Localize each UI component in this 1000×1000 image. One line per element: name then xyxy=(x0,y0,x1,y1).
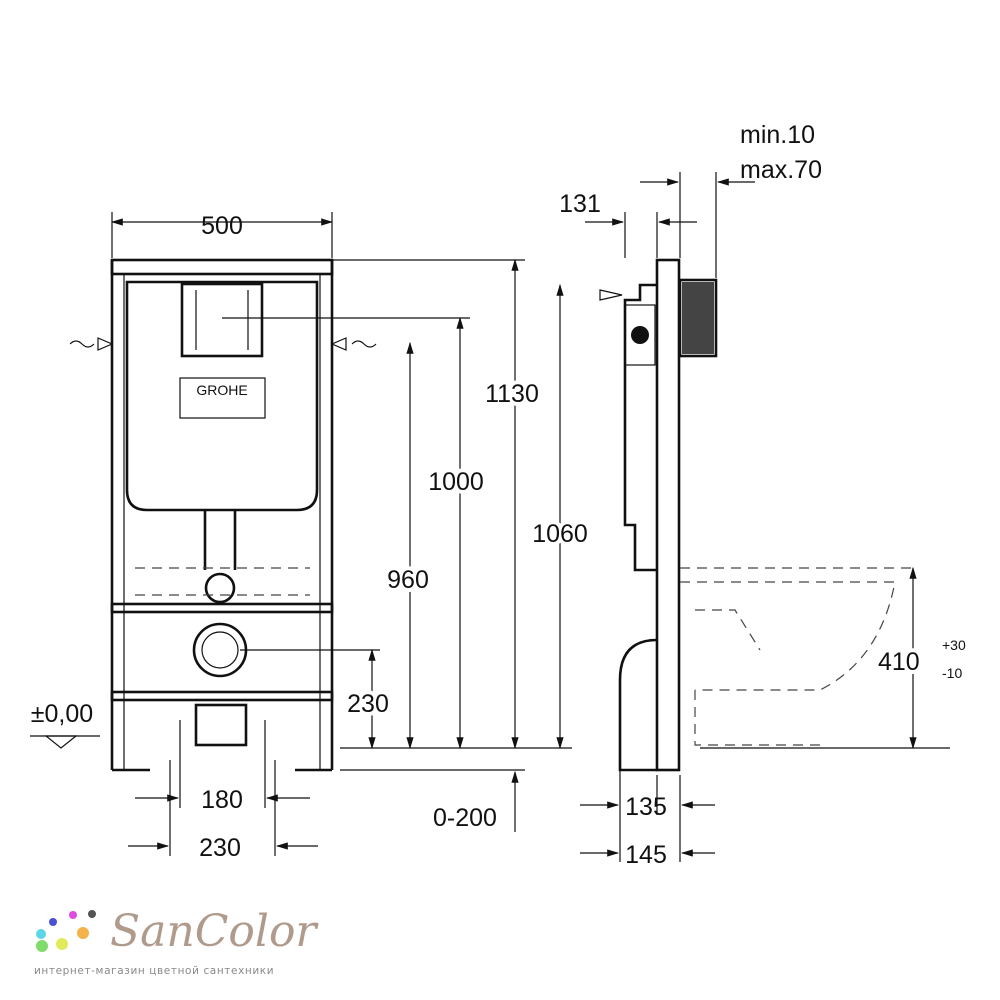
logo-dot xyxy=(36,940,48,952)
logo-dot xyxy=(77,927,89,939)
side-view xyxy=(599,258,915,772)
logo-tagline: интернет-магазин цветной сантехники xyxy=(34,965,274,977)
logo-dot xyxy=(69,911,77,919)
tolerance-minus: -10 xyxy=(942,665,962,681)
dim-1130: 1130 xyxy=(485,380,539,408)
dim-0-200: 0-200 xyxy=(433,804,497,832)
front-dimensions: 500 1130 1000 960 230 0-200 ±0,00 180 23… xyxy=(30,212,572,862)
dim-410: 410 xyxy=(878,648,920,676)
level-marker-icon xyxy=(44,735,78,749)
logo-name: SanColor xyxy=(110,906,319,957)
dim-max: max.70 xyxy=(740,156,822,184)
dim-1060: 1060 xyxy=(532,520,588,548)
cistern: GROHE xyxy=(125,280,319,747)
dim-1000: 1000 xyxy=(428,468,484,496)
side-dimensions: 131 min.10 max.70 1060 410 +30 -10 135 1… xyxy=(528,121,966,869)
zero-level-label: ±0,00 xyxy=(31,700,93,728)
dim-960: 960 xyxy=(387,566,429,594)
dim-500: 500 xyxy=(201,212,243,240)
tolerance-plus: +30 xyxy=(942,637,966,653)
dim-180: 180 xyxy=(201,786,243,814)
dim-min: min.10 xyxy=(740,121,815,149)
logo-dot xyxy=(88,910,96,918)
front-view-frame xyxy=(110,258,334,772)
dim-230-width: 230 xyxy=(199,834,241,862)
dim-145: 145 xyxy=(625,841,667,869)
dim-135: 135 xyxy=(625,793,667,821)
logo-dot xyxy=(49,918,57,926)
front-water-inlet-icons xyxy=(69,337,377,351)
logo-dot xyxy=(56,938,68,950)
logo-dot xyxy=(36,929,46,939)
sancolor-logo xyxy=(36,910,96,952)
dim-230-height: 230 xyxy=(347,690,389,718)
cistern-brand-logo: GROHE xyxy=(196,382,247,398)
dim-131: 131 xyxy=(559,190,601,218)
